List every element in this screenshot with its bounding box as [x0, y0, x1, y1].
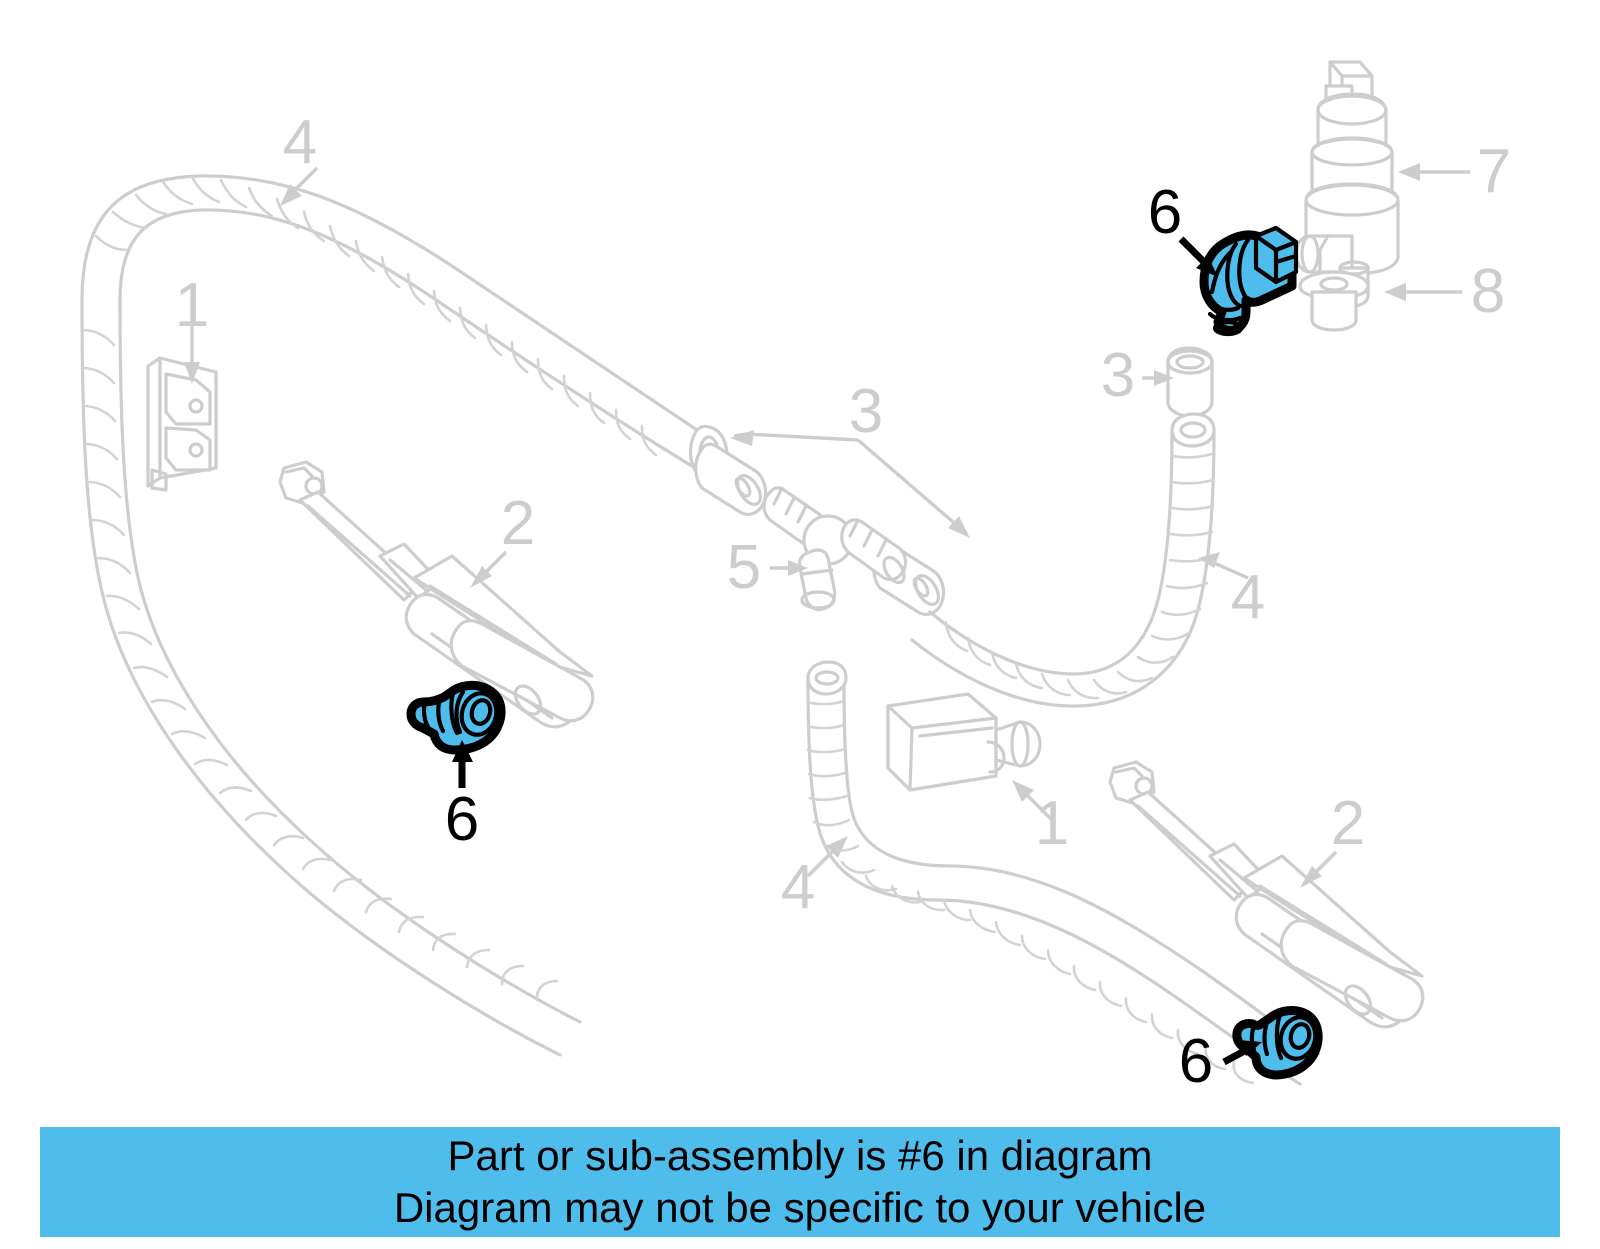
washer-hose-bottom: [806, 660, 1320, 1086]
callout-4-top: 4: [280, 108, 319, 206]
washer-hose-left: [80, 174, 729, 1057]
callout-6-top: 6: [1148, 178, 1218, 277]
callout-7-right: 7: [1398, 137, 1511, 206]
callout-6-bottom: 6: [1179, 1027, 1262, 1096]
callout-6-top-label: 6: [1148, 178, 1182, 247]
callout-8-right: 8: [1384, 257, 1505, 326]
highlighted-washer-nozzle-bottom: [1232, 1006, 1323, 1080]
callout-1-bottom-label: 1: [1035, 789, 1069, 858]
callout-2-left-label: 2: [501, 489, 535, 558]
callout-3-mid: 3: [730, 377, 970, 538]
caption-banner: Part or sub-assembly is #6 in diagram Di…: [40, 1127, 1560, 1237]
caption-line-2: Diagram may not be specific to your vehi…: [393, 1184, 1207, 1231]
callout-4-bottom-label: 4: [781, 853, 815, 922]
tee-fitting: [762, 486, 908, 612]
caption-line-1: Part or sub-assembly is #6 in diagram: [447, 1132, 1153, 1179]
callout-1-bottom: 1: [1012, 780, 1069, 858]
callout-4-bottom: 4: [781, 836, 848, 922]
callout-7-right-label: 7: [1477, 137, 1511, 206]
wiper-arm-assembly-left: [278, 460, 595, 729]
callout-3-right-label: 3: [1101, 341, 1135, 410]
callout-3-right: 3: [1101, 341, 1174, 410]
callout-4-top-label: 4: [283, 108, 317, 177]
callout-5-mid: 5: [727, 533, 808, 602]
washer-fluid-reservoir: [886, 692, 1042, 792]
callout-4-right: 4: [1198, 552, 1265, 632]
callout-1-left: 1: [175, 271, 209, 384]
callout-2-bottom: 2: [1300, 789, 1365, 888]
washer-hose-right: [910, 412, 1216, 708]
highlighted-elbow-nozzle-connector: [1199, 225, 1299, 337]
callout-8-right-label: 8: [1471, 257, 1505, 326]
washer-reservoir-bracket: [146, 356, 218, 492]
callout-6-left-label: 6: [445, 785, 479, 854]
callout-5-mid-label: 5: [727, 533, 761, 602]
hose-connector-sleeve-right: [1166, 346, 1214, 418]
wiper-arm-assembly-bottom: [1108, 760, 1425, 1029]
callout-2-bottom-label: 2: [1331, 789, 1365, 858]
pump-grommet: [1298, 270, 1370, 332]
callout-6-left: 6: [445, 740, 479, 854]
highlighted-washer-nozzle-left: [406, 680, 506, 755]
callout-4-right-label: 4: [1231, 563, 1265, 632]
callout-2-left: 2: [470, 489, 535, 588]
hose-connector-sleeve-mid-a: [694, 442, 768, 516]
callout-3-mid-label: 3: [849, 377, 883, 446]
callout-6-bottom-label: 6: [1179, 1027, 1213, 1096]
callout-1-left-label: 1: [175, 271, 209, 340]
washer-pump: [1294, 60, 1400, 308]
